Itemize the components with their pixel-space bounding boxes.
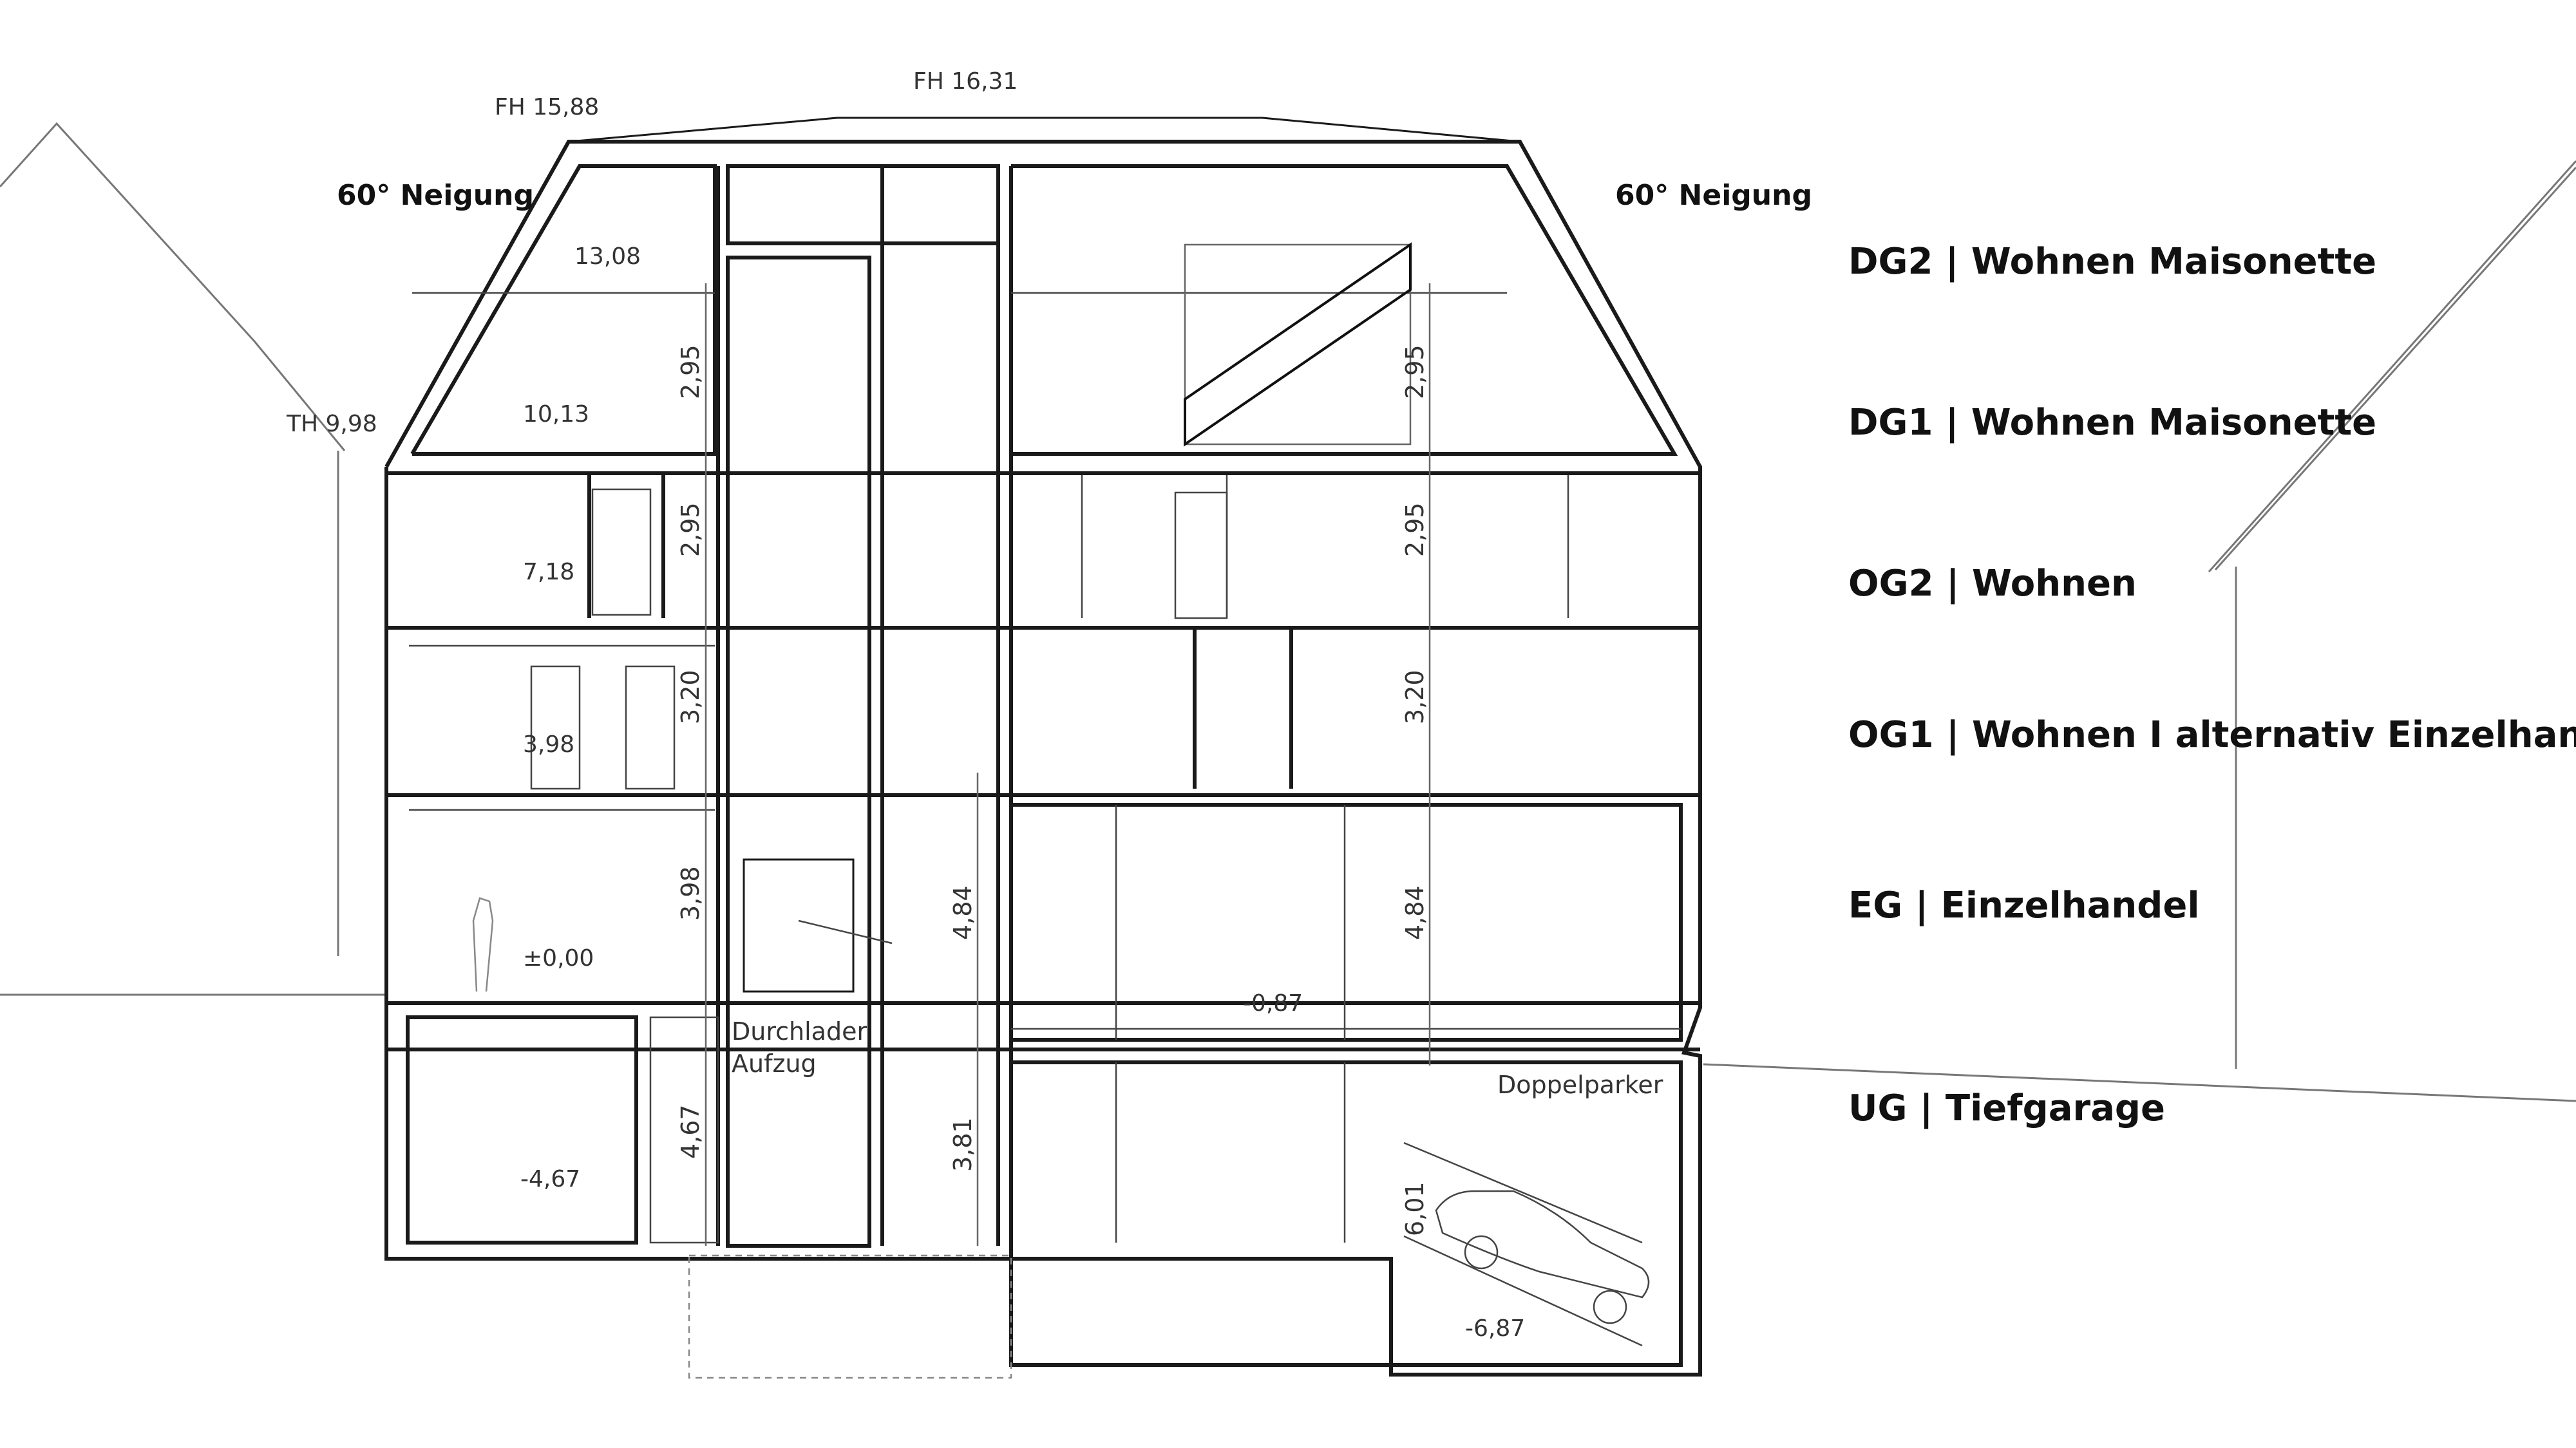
level-0-00: ±0,00 bbox=[523, 945, 594, 972]
level-fh-left: FH 15,88 bbox=[495, 94, 599, 120]
stair-flight-dg bbox=[1184, 242, 1412, 447]
car-wheel-rear bbox=[1593, 1290, 1627, 1324]
level-7-18: 7,18 bbox=[523, 559, 574, 585]
left-neighbour-roof bbox=[0, 122, 346, 451]
ug-ramp-bottom bbox=[1403, 1235, 1643, 1347]
floor-labels: DG2 | Wohnen Maisonette DG1 | Wohnen Mai… bbox=[1848, 241, 2576, 1129]
building-structure bbox=[384, 117, 1702, 1377]
dim-2-95-b: 2,95 bbox=[676, 502, 705, 557]
dim-2-95-d: 2,95 bbox=[1401, 502, 1429, 557]
dim-4-67: 4,67 bbox=[676, 1104, 705, 1159]
lift-label-line2: Aufzug bbox=[732, 1049, 817, 1078]
floor-label-og1: OG1 | Wohnen I alternativ Einzelhandel bbox=[1848, 714, 2576, 756]
level-minus-0-87: -0,87 bbox=[1243, 990, 1303, 1017]
floor-label-og2: OG2 | Wohnen bbox=[1848, 563, 2137, 605]
door-og1-a bbox=[530, 665, 581, 790]
right-terrain-line bbox=[1703, 1063, 2576, 1102]
lift-travel-line bbox=[798, 919, 893, 945]
slope-note-right: 60° Neigung bbox=[1615, 179, 1812, 212]
dimension-labels: 2,95 2,95 3,20 3,98 4,67 4,84 3,81 2,95 … bbox=[676, 344, 1429, 1236]
dim-3-81: 3,81 bbox=[949, 1117, 977, 1172]
level-minus-6-87: -6,87 bbox=[1465, 1315, 1525, 1342]
lift-shaft bbox=[726, 256, 871, 1248]
dim-3-20-a: 3,20 bbox=[676, 670, 705, 724]
level-markers: FH 15,88 FH 16,31 TH 9,98 13,08 10,13 7,… bbox=[286, 68, 1525, 1342]
door-og1-b bbox=[625, 665, 676, 790]
parking-label: Doppelparker bbox=[1497, 1071, 1663, 1099]
dim-2-95-c: 2,95 bbox=[1401, 344, 1429, 399]
dim-3-98: 3,98 bbox=[676, 866, 705, 921]
slope-note-left: 60° Neigung bbox=[337, 179, 534, 212]
context-lines bbox=[0, 122, 2576, 1102]
stair-core-upper bbox=[726, 164, 1000, 245]
level-3-98: 3,98 bbox=[523, 731, 574, 758]
dimension-lines bbox=[705, 283, 1431, 1246]
dim-4-84-a: 4,84 bbox=[949, 885, 977, 940]
annotations: 60° Neigung 60° Neigung Durchlader Aufzu… bbox=[337, 179, 1812, 1099]
floor-label-dg2: DG2 | Wohnen Maisonette bbox=[1848, 241, 2376, 283]
ug-garage-room bbox=[1009, 1060, 1683, 1367]
basement-pit bbox=[688, 1254, 1012, 1379]
eg-shop-room bbox=[1009, 803, 1683, 1042]
floor-label-ug: UG | Tiefgarage bbox=[1848, 1087, 2165, 1129]
dim-3-20-b: 3,20 bbox=[1401, 670, 1429, 724]
level-th: TH 9,98 bbox=[286, 411, 377, 437]
car-outline bbox=[1435, 1190, 1650, 1299]
level-10-13: 10,13 bbox=[523, 401, 589, 428]
floor-label-dg1: DG1 | Wohnen Maisonette bbox=[1848, 402, 2376, 444]
level-fh-top: FH 16,31 bbox=[913, 68, 1018, 95]
dim-6-01: 6,01 bbox=[1401, 1181, 1429, 1236]
person-silhouette bbox=[472, 897, 494, 992]
outer-shell bbox=[384, 140, 1702, 1377]
inner-roof-right bbox=[1009, 164, 1678, 456]
level-minus-4-67: -4,67 bbox=[520, 1166, 580, 1192]
interior-details bbox=[409, 242, 1681, 1379]
roof-ridge bbox=[568, 117, 1520, 143]
door-dg1 bbox=[591, 488, 652, 616]
floor-label-eg: EG | Einzelhandel bbox=[1848, 885, 2200, 926]
lift-cabin bbox=[743, 858, 855, 993]
dim-4-84-b: 4,84 bbox=[1401, 885, 1429, 940]
ug-ramp-top bbox=[1403, 1142, 1643, 1244]
inner-roof-left bbox=[410, 164, 717, 456]
right-neighbour-roof bbox=[2208, 160, 2576, 572]
level-13-08: 13,08 bbox=[574, 243, 641, 270]
right-neighbour-roof-inner bbox=[2214, 166, 2576, 571]
interior-stair-dg bbox=[1184, 243, 1412, 446]
ug-storage-room bbox=[406, 1015, 638, 1245]
car-wheel-front bbox=[1464, 1235, 1499, 1270]
stair-ug bbox=[649, 1016, 719, 1244]
door-og2 bbox=[1174, 491, 1228, 619]
lift-label-line1: Durchlader bbox=[732, 1017, 867, 1046]
dim-2-95-a: 2,95 bbox=[676, 344, 705, 399]
